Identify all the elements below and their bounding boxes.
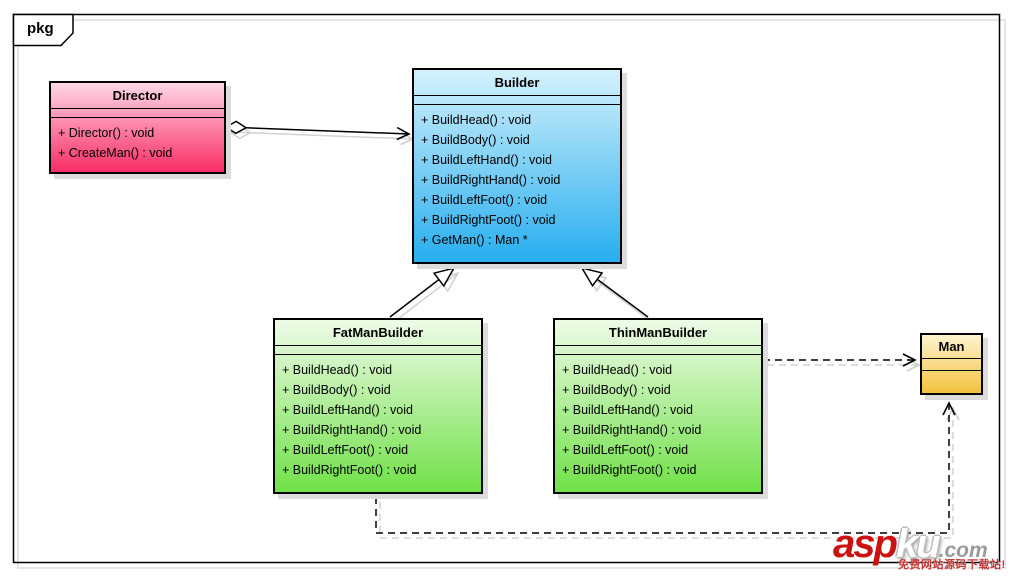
- class-builder[interactable]: Builder + BuildHead() : void + BuildBody…: [412, 68, 622, 264]
- method-item: + BuildRightFoot() : void: [562, 463, 697, 477]
- class-man-attributes: [922, 359, 981, 371]
- aggregation-director-builder[interactable]: [226, 127, 409, 134]
- method-item: + BuildLeftFoot() : void: [282, 443, 409, 457]
- method-item: + BuildLeftHand() : void: [421, 153, 552, 167]
- generalization-fatman-builder[interactable]: [389, 266, 456, 318]
- class-fatmanbuilder-attributes: [275, 346, 481, 355]
- method-item: + BuildBody() : void: [562, 383, 671, 397]
- method-item: + BuildRightHand() : void: [282, 423, 422, 437]
- generalization-thinman-builder[interactable]: [580, 266, 649, 318]
- class-builder-attributes: [414, 96, 620, 105]
- method-item: + BuildLeftHand() : void: [562, 403, 693, 417]
- method-item: + BuildBody() : void: [421, 133, 530, 147]
- class-director-title: Director: [51, 83, 224, 109]
- class-fatmanbuilder[interactable]: FatManBuilder + BuildHead() : void + Bui…: [273, 318, 483, 494]
- class-fatmanbuilder-methods: + BuildHead() : void + BuildBody() : voi…: [275, 355, 481, 480]
- method-item: + BuildLeftHand() : void: [282, 403, 413, 417]
- package-frame: [12, 13, 1001, 564]
- method-item: + Director() : void: [58, 126, 155, 140]
- method-item: + BuildLeftFoot() : void: [562, 443, 689, 457]
- class-fatmanbuilder-title: FatManBuilder: [275, 320, 481, 346]
- method-item: + BuildHead() : void: [562, 363, 673, 377]
- class-thinmanbuilder-attributes: [555, 346, 761, 355]
- dependency-fatman-man[interactable]: [375, 401, 956, 534]
- class-director-attributes: [51, 109, 224, 118]
- method-item: + BuildRightFoot() : void: [421, 213, 556, 227]
- class-builder-title: Builder: [414, 70, 620, 96]
- watermark-domain-suffix: .com: [938, 539, 988, 562]
- class-thinmanbuilder[interactable]: ThinManBuilder + BuildHead() : void + Bu…: [553, 318, 763, 494]
- class-builder-methods: + BuildHead() : void + BuildBody() : voi…: [414, 105, 620, 250]
- method-item: + BuildRightHand() : void: [562, 423, 702, 437]
- class-director[interactable]: Director + Director() : void + CreateMan…: [49, 81, 226, 174]
- method-item: + GetMan() : Man *: [421, 233, 528, 247]
- method-item: + BuildRightFoot() : void: [282, 463, 417, 477]
- class-thinmanbuilder-title: ThinManBuilder: [555, 320, 761, 346]
- watermark-tagline: 免费网站源码下载站!: [898, 559, 1006, 571]
- method-item: + BuildHead() : void: [421, 113, 532, 127]
- method-item: + BuildHead() : void: [282, 363, 393, 377]
- class-thinmanbuilder-methods: + BuildHead() : void + BuildBody() : voi…: [555, 355, 761, 480]
- method-item: + CreateMan() : void: [58, 146, 173, 160]
- method-item: + BuildLeftFoot() : void: [421, 193, 548, 207]
- package-tab: [12, 13, 74, 47]
- class-director-methods: + Director() : void + CreateMan() : void: [51, 118, 224, 163]
- package-tab-label: pkg: [27, 20, 54, 37]
- watermark-logo: aspku.com: [833, 524, 988, 564]
- watermark-brand-red: asp: [833, 522, 898, 566]
- method-item: + BuildBody() : void: [282, 383, 391, 397]
- method-item: + BuildRightHand() : void: [421, 173, 561, 187]
- package-frame-shadow: [17, 19, 1006, 569]
- class-man-methods: [922, 371, 981, 390]
- class-man[interactable]: Man: [920, 333, 983, 395]
- class-man-title: Man: [922, 335, 981, 359]
- watermark-brand-gray: ku: [895, 522, 941, 566]
